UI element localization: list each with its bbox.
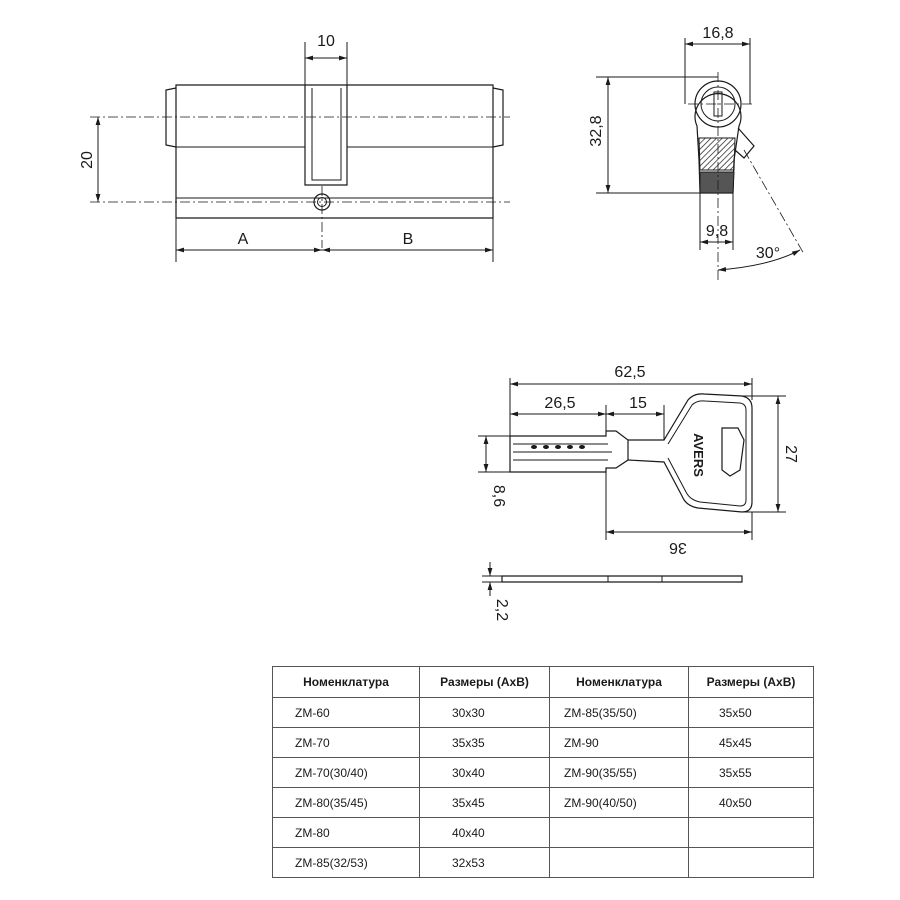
table-header-nomenclature-2: Номенклатура	[549, 666, 689, 698]
dim-key-head-length: 36	[669, 539, 687, 556]
dim-key-head-height: 27	[782, 445, 799, 463]
table-cell: 30x40	[419, 757, 550, 788]
table-cell: 45x45	[688, 727, 814, 758]
dim-key-blade-height: 8,6	[490, 485, 507, 507]
dim-key-total-length: 62,5	[614, 364, 645, 381]
table-cell: ZM-85(35/50)	[549, 697, 689, 728]
dim-key-blade-length: 26,5	[544, 395, 575, 412]
table-cell: 30x30	[419, 697, 550, 728]
dim-cylinder-profile-width: 16,8	[702, 25, 733, 42]
table-row: ZM-80 40x40	[272, 817, 814, 848]
table-cell: ZM-90(35/55)	[549, 757, 689, 788]
table-cell: ZM-80(35/45)	[272, 787, 420, 818]
table-cell: ZM-80	[272, 817, 420, 848]
table-cell: 35x35	[419, 727, 550, 758]
table-header-row: Номенклатура Размеры (АхВ) Номенклатура …	[272, 666, 814, 698]
table-cell	[549, 847, 689, 878]
cylinder-side-view: 30° 16,8 32,8 9,8	[588, 25, 805, 280]
cylinder-front-view: 10 20 A B	[79, 33, 510, 262]
table-cell	[688, 817, 814, 848]
dim-key-thickness: 2,2	[493, 599, 510, 621]
table-cell: ZM-85(32/53)	[272, 847, 420, 878]
table-header-sizes-2: Размеры (АхВ)	[688, 666, 814, 698]
table-cell	[688, 847, 814, 878]
key-view: AVERS 62,5 26,5 15 27 8,6 36	[478, 364, 799, 621]
key-brand-logo: AVERS	[691, 433, 706, 477]
table-cell: 35x50	[688, 697, 814, 728]
table-row: ZM-60 30x30 ZM-85(35/50) 35x50	[272, 697, 814, 728]
key-dimples	[531, 445, 585, 449]
table-header-nomenclature-1: Номенклатура	[272, 666, 420, 698]
table-row: ZM-85(32/53) 32x53	[272, 847, 814, 878]
table-header-sizes-1: Размеры (АхВ)	[419, 666, 550, 698]
table-cell: 35x45	[419, 787, 550, 818]
size-specification-table: Номенклатура Размеры (АхВ) Номенклатура …	[272, 666, 814, 878]
table-cell: ZM-90(40/50)	[549, 787, 689, 818]
table-cell: 40x50	[688, 787, 814, 818]
table-cell	[549, 817, 689, 848]
table-row: ZM-70 35x35 ZM-90 45x45	[272, 727, 814, 758]
dim-b-label: B	[403, 231, 414, 248]
table-cell: ZM-70	[272, 727, 420, 758]
dim-cylinder-profile-height: 32,8	[588, 115, 605, 146]
dim-cam-width: 9,8	[706, 223, 728, 240]
table-cell: 32x53	[419, 847, 550, 878]
dim-a-label: A	[238, 231, 249, 248]
table-cell: ZM-90	[549, 727, 689, 758]
dim-cylinder-axis-offset: 20	[79, 151, 96, 169]
dim-cam-angle: 30°	[756, 245, 780, 262]
table-cell: ZM-70(30/40)	[272, 757, 420, 788]
table-cell: 35x55	[688, 757, 814, 788]
table-cell: ZM-60	[272, 697, 420, 728]
dim-key-shoulder-length: 15	[629, 395, 647, 412]
dim-cylinder-slot-width: 10	[317, 33, 335, 50]
table-row: ZM-80(35/45) 35x45 ZM-90(40/50) 40x50	[272, 787, 814, 818]
table-row: ZM-70(30/40) 30x40 ZM-90(35/55) 35x55	[272, 757, 814, 788]
table-cell: 40x40	[419, 817, 550, 848]
